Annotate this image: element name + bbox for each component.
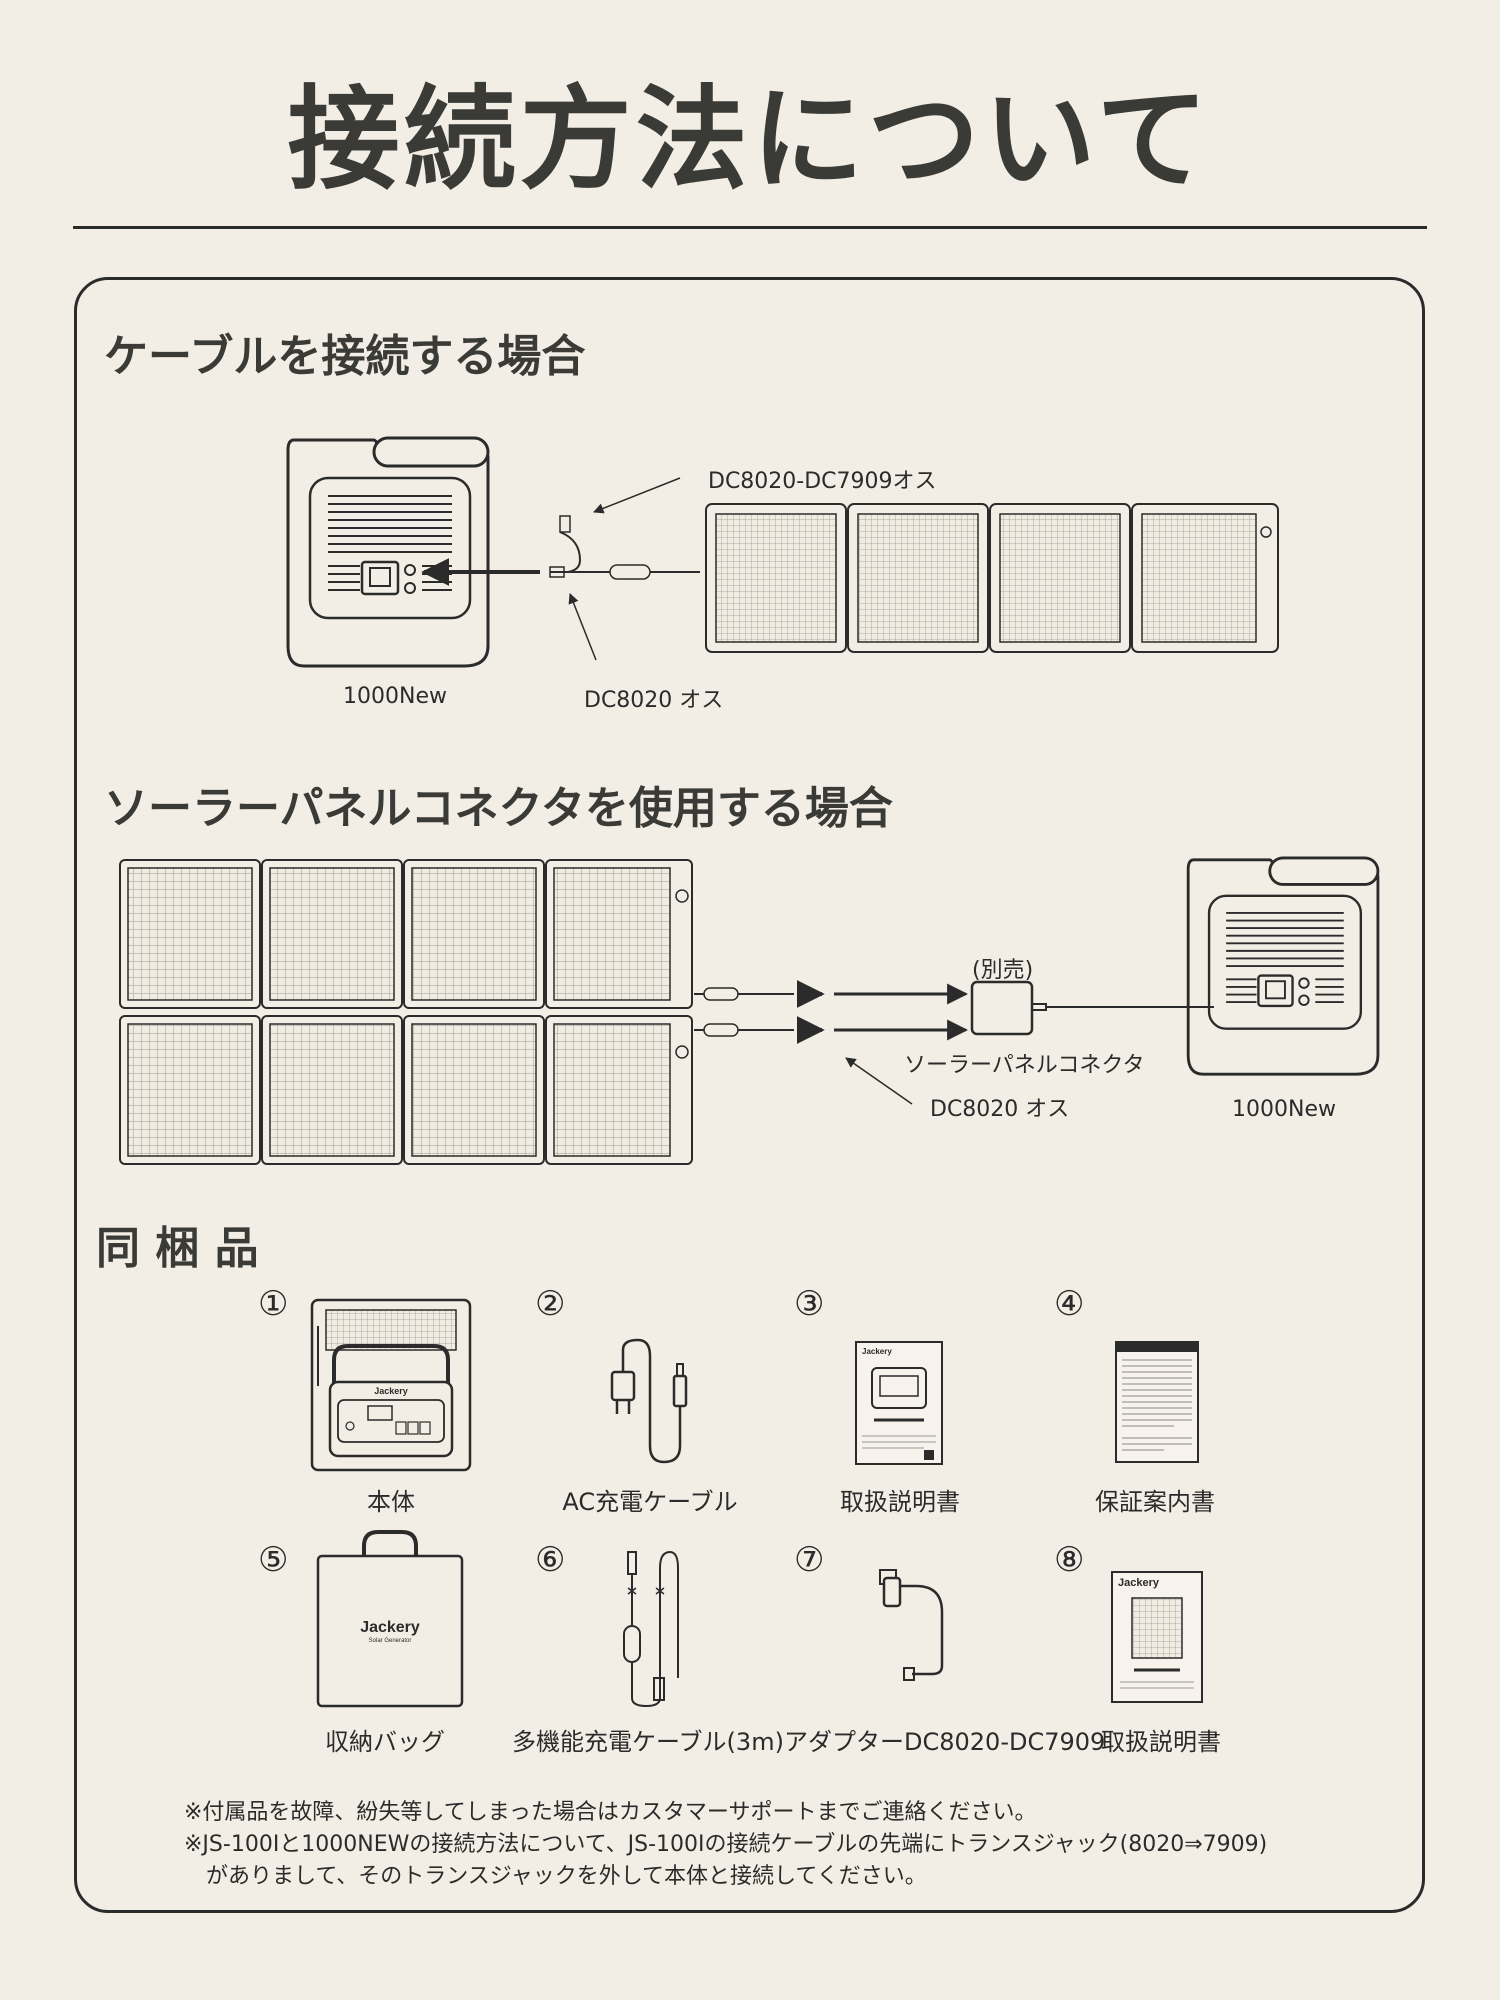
solar-panel-large-illustration: [119, 859, 693, 1165]
multi-cable-illustration: [623, 1550, 679, 1708]
power-station-illustration-2: [1186, 856, 1380, 1076]
item-label-1: 本体: [367, 1488, 415, 1516]
solar-panel-illustration: [705, 503, 1279, 653]
manual-illustration-2: Jackery: [1111, 1571, 1203, 1703]
item-number-1: ①: [258, 1284, 289, 1324]
label-sold-separately: (別売): [972, 958, 1034, 983]
cable-diagram: [421, 477, 700, 661]
adapter-illustration: [879, 1569, 944, 1681]
brand-text-unit: Jackery: [374, 1386, 408, 1396]
main-unit-illustration: Jackery: [310, 1298, 472, 1472]
item-number-5: ⑤: [258, 1540, 289, 1580]
connector-diagram: [694, 980, 1214, 1105]
item-label-8: 取扱説明書: [1101, 1728, 1221, 1756]
label-device-1000new-2: 1000New: [1232, 1097, 1336, 1122]
label-device-1000new: 1000New: [343, 684, 447, 709]
warranty-illustration: [1115, 1341, 1199, 1463]
label-solar-connector: ソーラーパネルコネクタ: [904, 1053, 1145, 1078]
manual-illustration: Jackery: [855, 1341, 943, 1465]
note-line-1: ※付属品を故障、紛失等してしまった場合はカスタマーサポートまでご連絡ください。: [184, 1800, 1037, 1825]
bag-subtitle-text: Solar Generator: [369, 1638, 412, 1644]
item-number-2: ②: [535, 1284, 566, 1324]
item-label-4: 保証案内書: [1095, 1488, 1215, 1516]
item-label-5: 収納バッグ: [325, 1728, 445, 1756]
storage-bag-illustration: Jackery Solar Generator: [316, 1530, 464, 1708]
item-number-8: ⑧: [1054, 1540, 1085, 1580]
item-number-3: ③: [794, 1284, 825, 1324]
brand-text-manual-2: Jackery: [1118, 1577, 1160, 1589]
item-number-7: ⑦: [794, 1540, 825, 1580]
title-divider: [73, 226, 1427, 229]
note-line-3: がありまして、そのトランスジャックを外して本体と接続してください。: [184, 1864, 927, 1889]
bag-brand-text: Jackery: [360, 1619, 420, 1636]
item-number-6: ⑥: [535, 1540, 566, 1580]
content-frame: [74, 277, 1425, 1913]
item-label-2: AC充電ケーブル: [562, 1488, 738, 1516]
page-title: 接続方法について: [287, 75, 1213, 205]
section-title-contents: 同 梱 品: [96, 1223, 259, 1274]
label-dc8020: DC8020 オス: [584, 688, 724, 713]
brand-text-manual: Jackery: [862, 1347, 892, 1356]
section-title-connector: ソーラーパネルコネクタを使用する場合: [104, 783, 893, 834]
item-label-3: 取扱説明書: [840, 1488, 960, 1516]
item-label-7: アダプターDC8020-DC7909: [784, 1728, 1106, 1756]
item-number-4: ④: [1054, 1284, 1085, 1324]
item-label-6: 多機能充電ケーブル(3m): [512, 1728, 784, 1756]
section-title-cable: ケーブルを接続する場合: [104, 331, 586, 382]
ac-cable-illustration: [610, 1338, 688, 1464]
note-line-2: ※JS-100Iと1000NEWの接続方法について、JS-100Iの接続ケーブル…: [184, 1832, 1268, 1857]
label-dc8020-dc7909: DC8020-DC7909オス: [708, 469, 937, 494]
label-dc8020-plug: DC8020 オス: [930, 1097, 1070, 1122]
